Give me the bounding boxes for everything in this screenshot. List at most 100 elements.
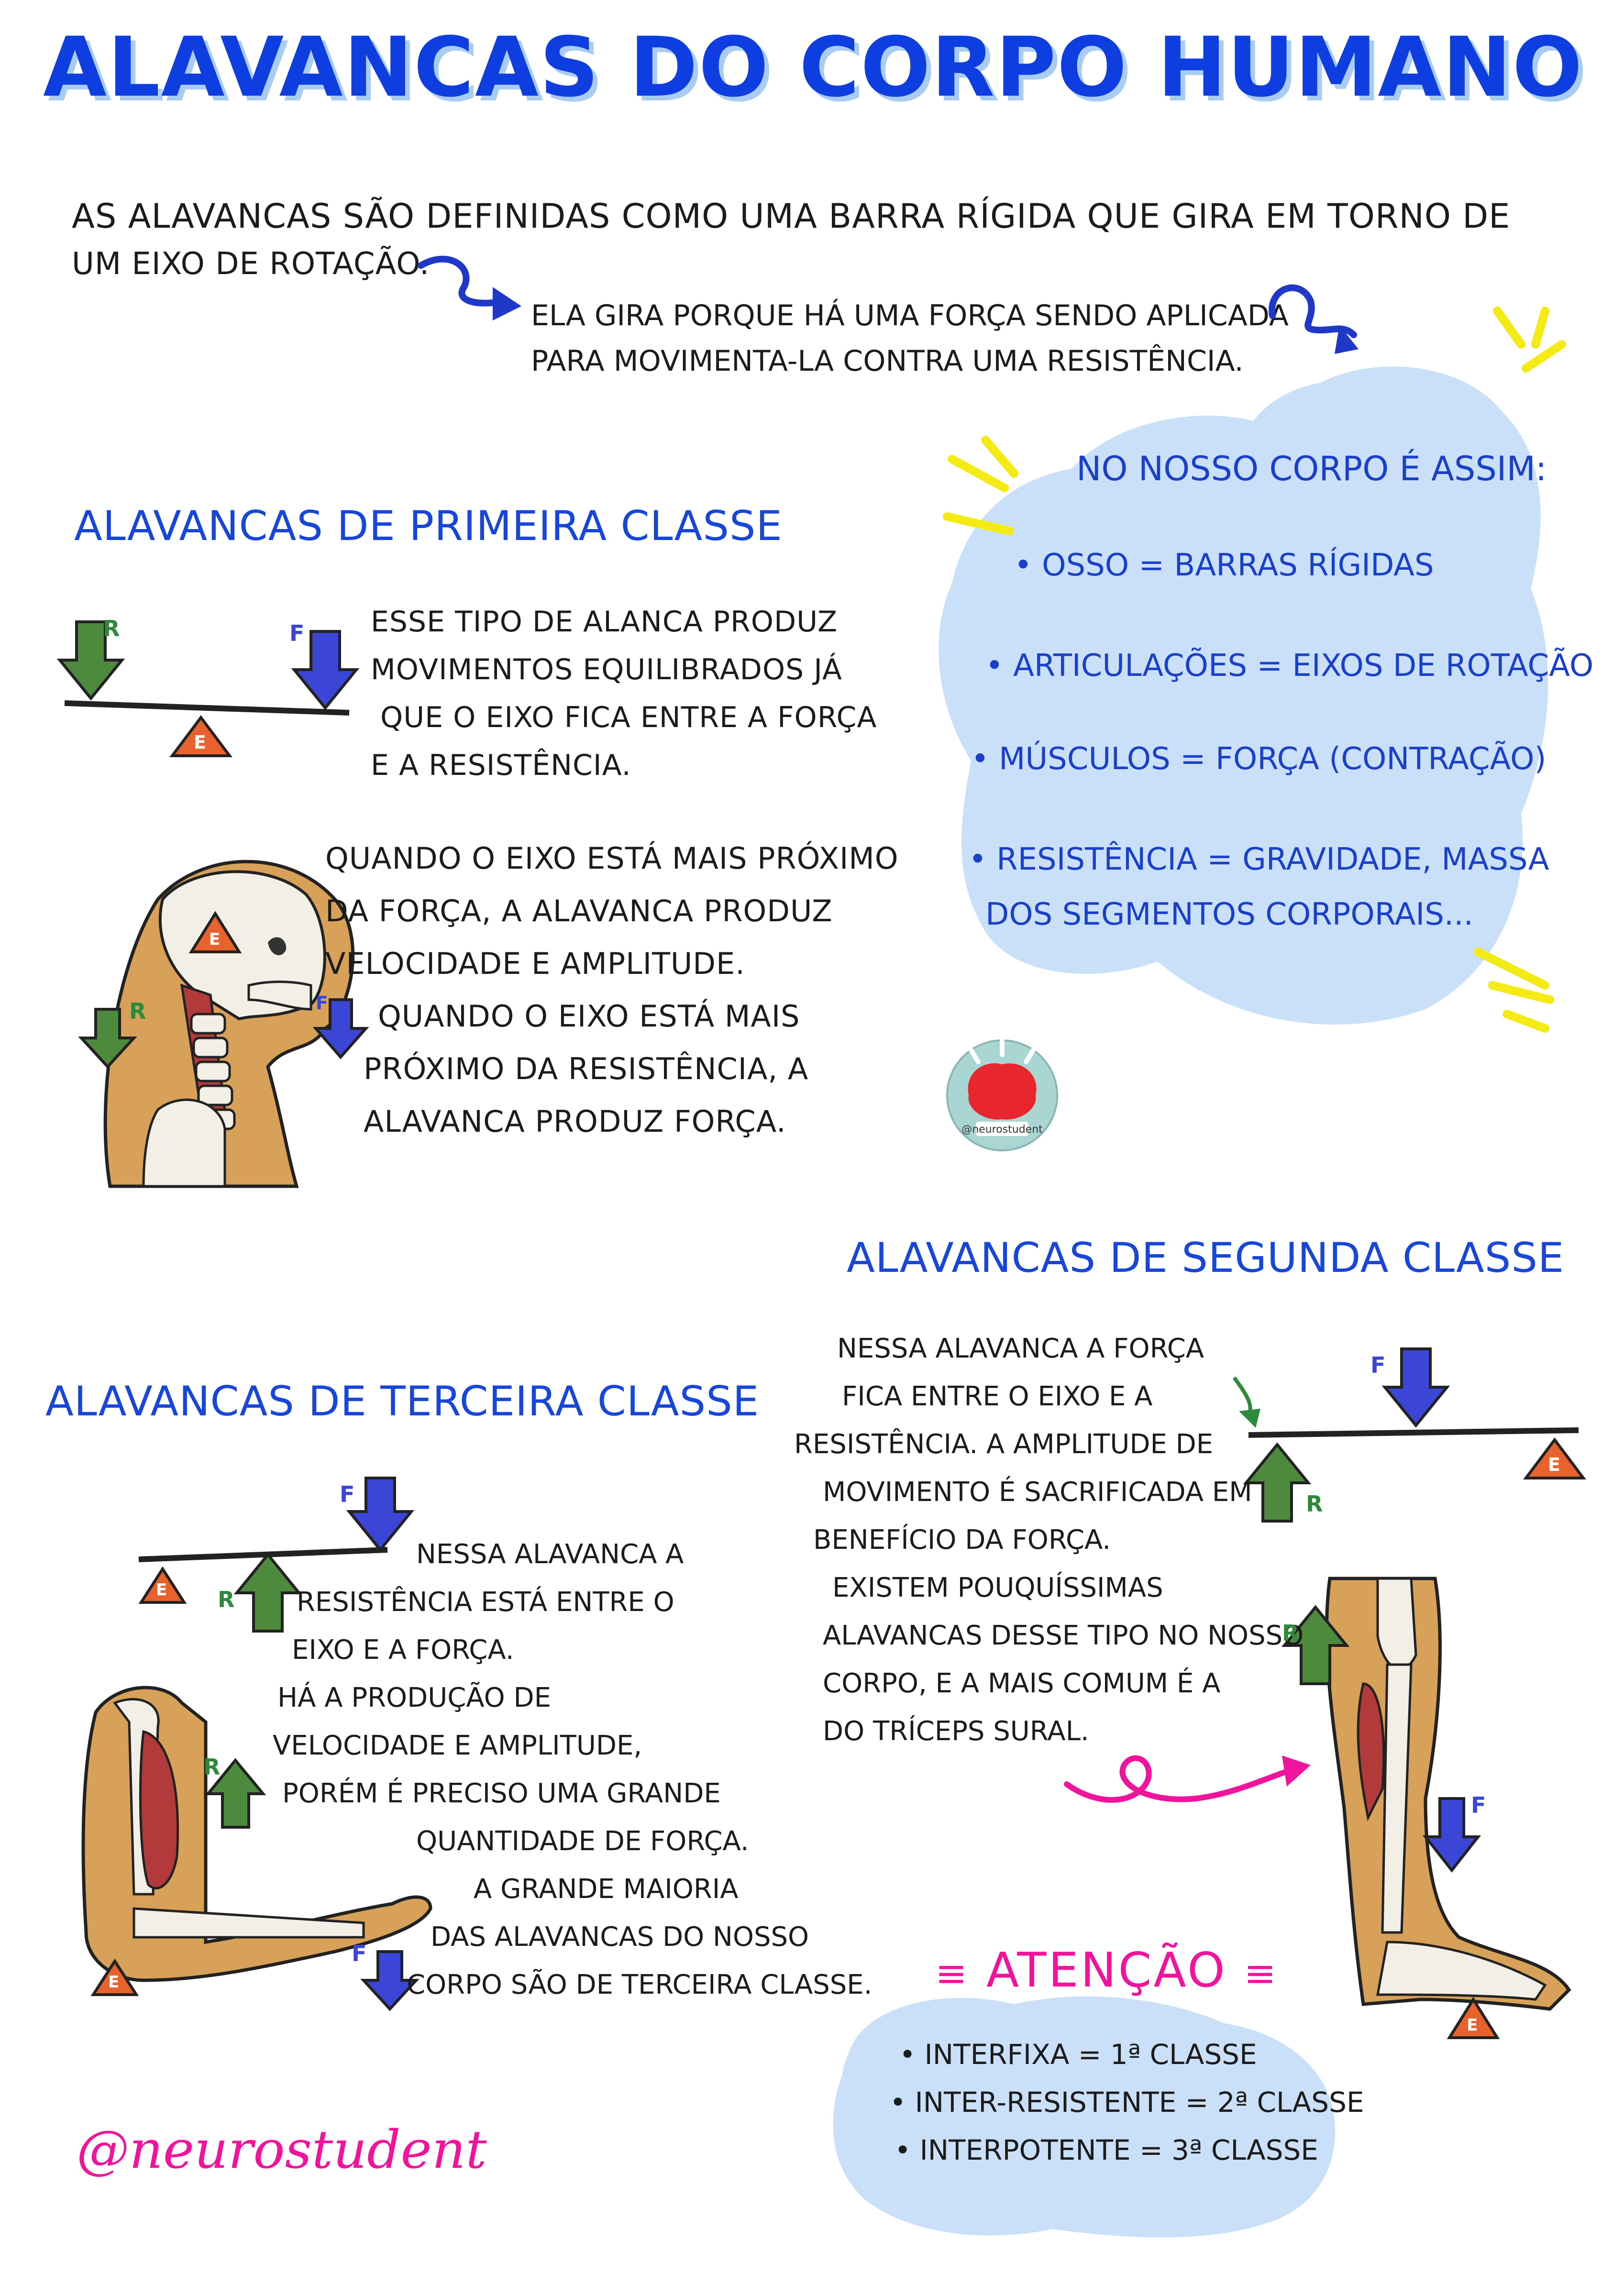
- label-e: E: [209, 930, 220, 949]
- resistance-arrow-leg: [1281, 1605, 1350, 1685]
- first-class-desc: ESSE TIPO DE ALANCA PRODUZ MOVIMENTOS EQ…: [371, 598, 877, 789]
- second-class-desc-line: FICA ENTRE O EIXO E A: [842, 1381, 1153, 1412]
- attention-heading: ≡ ATENÇÃO ≡: [935, 1942, 1278, 1998]
- second-class-desc-line: BENEFÍCIO DA FORÇA.: [813, 1524, 1111, 1556]
- arm-illustration: [81, 1686, 432, 2011]
- resistance-arrow-first: [56, 620, 125, 701]
- attention-deco-left: ≡: [935, 1951, 970, 1996]
- attention-heading-text: ATENÇÃO: [986, 1942, 1227, 1998]
- label-e: E: [1467, 2016, 1478, 2035]
- first-class-detail-line: ALAVANCA PRODUZ FORÇA.: [364, 1104, 786, 1139]
- force-arrow-leg: [1422, 1797, 1481, 1873]
- force-arrow-head: [312, 998, 369, 1060]
- attention-item: • INTER-RESISTENTE = 2ª CLASSE: [890, 2086, 1364, 2119]
- label-r: R: [103, 616, 120, 641]
- label-e: E: [108, 1973, 119, 1992]
- highlight-marks-left: [943, 436, 1018, 535]
- first-class-detail-line: QUANDO O EIXO ESTÁ MAIS: [378, 999, 800, 1034]
- first-class-desc-line: QUE O EIXO FICA ENTRE A FORÇA: [380, 701, 877, 734]
- axis-triangle-first: [169, 715, 232, 757]
- intro-line-1: AS ALAVANCAS SÃO DEFINIDAS COMO UMA BARR…: [72, 197, 1511, 236]
- body-box-item-musculos: • MÚSCULOS = FORÇA (CONTRAÇÃO): [971, 741, 1547, 777]
- second-class-desc-line: CORPO, E A MAIS COMUM É A: [823, 1668, 1221, 1699]
- third-class-desc-line: RESISTÊNCIA ESTÁ ENTRE O: [297, 1587, 674, 1618]
- third-class-desc-line: CORPO SÃO DE TERCEIRA CLASSE.: [407, 1969, 873, 2000]
- first-class-desc-line: MOVIMENTOS EQUILIBRADOS JÁ: [371, 653, 842, 686]
- label-e: E: [194, 732, 206, 753]
- cloud-shape-body: [939, 366, 1548, 1025]
- resistance-arrow-second: [1243, 1442, 1312, 1523]
- cloud-shape-attention: [833, 1996, 1336, 2238]
- third-class-desc-line: HÁ A PRODUÇÃO DE: [277, 1682, 552, 1713]
- first-class-detail-line: QUANDO O EIXO ESTÁ MAIS PRÓXIMO: [325, 841, 899, 876]
- third-class-desc-line: VELOCIDADE E AMPLITUDE,: [273, 1730, 642, 1761]
- second-class-desc-line: EXISTEM POUQUÍSSIMAS: [832, 1572, 1163, 1603]
- label-r: R: [1306, 1491, 1323, 1517]
- resistance-arrow-third: [233, 1552, 302, 1633]
- second-class-desc-line: DO TRÍCEPS SURAL.: [823, 1716, 1089, 1747]
- third-class-desc-line: NESSA ALAVANCA A: [416, 1539, 684, 1570]
- label-f: F: [340, 1481, 354, 1507]
- second-class-heading: ALAVANCAS DE SEGUNDA CLASSE: [847, 1234, 1565, 1282]
- leg-illustration: [1064, 1577, 1571, 2039]
- force-arrow-arm: [360, 1950, 420, 2011]
- force-arrow-third: [346, 1477, 415, 1552]
- label-e: E: [1548, 1454, 1560, 1475]
- body-box-item-resistencia-cont: DOS SEGMENTOS CORPORAIS...: [985, 897, 1473, 932]
- third-class-desc-line: QUANTIDADE DE FORÇA.: [416, 1826, 749, 1857]
- brain-logo: [946, 1038, 1058, 1151]
- intro-note-2: PARA MOVIMENTA-LA CONTRA UMA RESISTÊNCIA…: [531, 344, 1244, 378]
- body-box-item-resistencia: • RESISTÊNCIA = GRAVIDADE, MASSA: [969, 842, 1549, 877]
- resistance-arrow-head: [78, 1008, 137, 1069]
- second-class-desc-line: ALAVANCAS DESSE TIPO NO NOSSO: [823, 1620, 1304, 1651]
- first-class-desc-line: ESSE TIPO DE ALANCA PRODUZ: [371, 605, 838, 639]
- pink-curly-arrow: [1064, 1755, 1294, 1803]
- first-class-detail-line: PRÓXIMO DA RESISTÊNCIA, A: [364, 1051, 809, 1086]
- label-f: F: [289, 620, 304, 646]
- curly-arrow-1: [418, 255, 506, 307]
- lever-diagram-second-class: [1232, 1347, 1586, 1523]
- label-f: F: [1370, 1352, 1385, 1378]
- label-r: R: [129, 998, 146, 1024]
- first-class-detail: QUANDO O EIXO ESTÁ MAIS PRÓXIMO DA FORÇA…: [325, 832, 899, 1148]
- label-f: F: [352, 1941, 366, 1966]
- axis-triangle-third: [138, 1566, 187, 1604]
- label-r: R: [1282, 1620, 1299, 1646]
- axis-triangle-arm: [90, 1958, 139, 1996]
- third-class-desc-line: A GRANDE MAIORIA: [474, 1874, 739, 1905]
- label-r: R: [218, 1587, 234, 1612]
- curly-arrow-2-head: [1335, 325, 1359, 354]
- head-neck-illustration: [78, 860, 369, 1188]
- force-arrow-first: [291, 630, 360, 710]
- first-class-heading: ALAVANCAS DE PRIMEIRA CLASSE: [74, 502, 783, 550]
- signature: @neurostudent: [77, 2119, 487, 2180]
- curly-arrow-2: [1269, 284, 1357, 338]
- third-class-desc-line: DAS ALAVANCAS DO NOSSO: [431, 1921, 809, 1953]
- third-class-desc: NESSA ALAVANCA A RESISTÊNCIA ESTÁ ENTRE …: [273, 1531, 872, 2009]
- highlight-marks-bottom: [1474, 948, 1554, 1033]
- second-class-desc-line: MOVIMENTO É SACRIFICADA EM: [823, 1477, 1252, 1508]
- second-class-desc-line: NESSA ALAVANCA A FORÇA: [837, 1333, 1204, 1364]
- attention-deco-right: ≡: [1244, 1951, 1278, 1996]
- attention-item: • INTERFIXA = 1ª CLASSE: [899, 2038, 1257, 2071]
- intro-line-2: UM EIXO DE ROTAÇÃO.: [72, 246, 430, 282]
- first-class-detail-line: VELOCIDADE E AMPLITUDE.: [325, 946, 745, 981]
- force-arrow-second: [1381, 1347, 1450, 1428]
- attention-list: • INTERFIXA = 1ª CLASSE • INTER-RESISTEN…: [890, 2031, 1364, 2174]
- page-title: ALAVANCAS DO CORPO HUMANO: [43, 19, 1583, 115]
- body-box-item-osso: • OSSO = BARRAS RÍGIDAS: [1014, 548, 1434, 583]
- intro-note-1: ELA GIRA PORQUE HÁ UMA FORÇA SENDO APLIC…: [531, 299, 1289, 332]
- attention-item: • INTERPOTENTE = 3ª CLASSE: [895, 2134, 1318, 2166]
- axis-triangle-leg: [1447, 1997, 1500, 2039]
- first-class-desc-line: E A RESISTÊNCIA.: [371, 749, 631, 782]
- axis-triangle-head: [188, 911, 242, 953]
- label-f: F: [316, 993, 328, 1014]
- label-e: E: [156, 1580, 167, 1600]
- lever-diagram-first-class: [56, 620, 360, 757]
- first-class-detail-line: DA FORÇA, A ALAVANCA PRODUZ: [325, 894, 833, 928]
- label-r: R: [203, 1754, 220, 1780]
- label-f: F: [1471, 1792, 1486, 1818]
